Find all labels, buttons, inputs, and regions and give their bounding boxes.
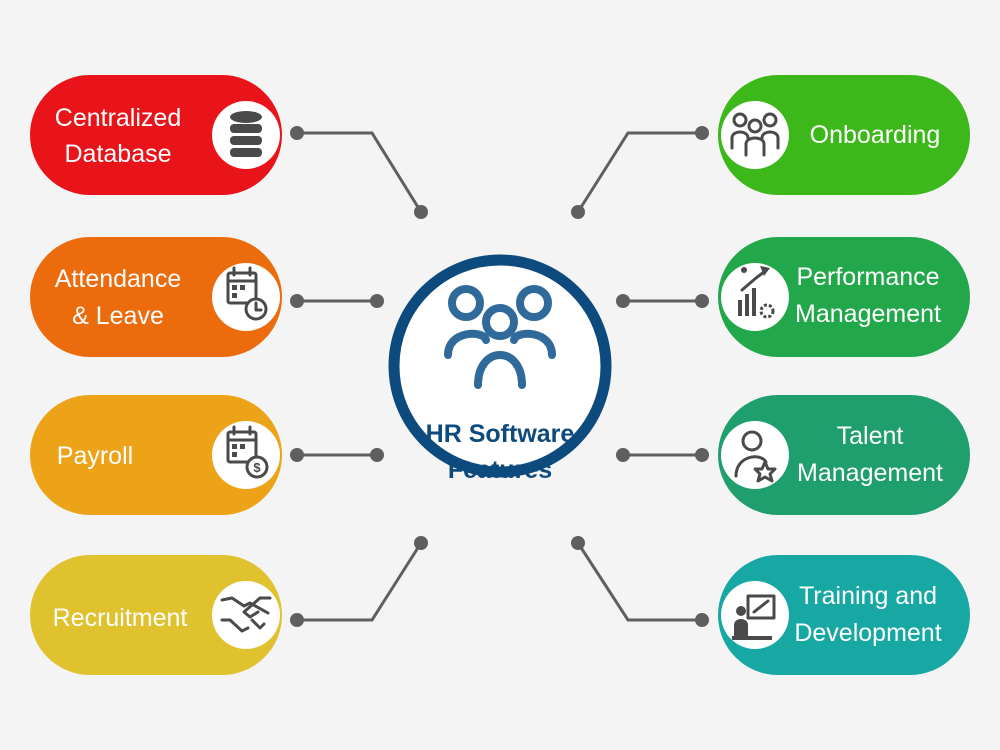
feature-recruitment: Recruitment <box>30 555 282 675</box>
feature-label-line2: Development <box>794 619 941 647</box>
feature-label-line1: Payroll <box>57 442 133 470</box>
feature-centralized-database: Centralized Database <box>30 75 282 195</box>
feature-label-line1: Onboarding <box>810 121 941 149</box>
center-hub: HR Software Features <box>388 254 612 484</box>
feature-label-line2: Management <box>797 459 943 487</box>
feature-label-line2: Management <box>795 300 941 328</box>
database-icon <box>230 111 262 157</box>
center-title-line1: HR Software <box>426 420 575 448</box>
connectors <box>290 126 709 627</box>
growth-chart-icon <box>738 266 775 319</box>
presentation-icon <box>732 594 776 640</box>
feature-label-line1: Centralized <box>55 104 181 132</box>
feature-talent-management: Talent Management <box>718 395 970 515</box>
feature-label-line1: Recruitment <box>53 604 188 632</box>
feature-payroll: $ Payroll <box>30 395 282 515</box>
feature-label-line1: Attendance <box>55 265 182 293</box>
feature-training-development: Training and Development <box>718 555 970 675</box>
feature-label-line1: Performance <box>796 263 939 291</box>
feature-label-line1: Talent <box>837 422 904 450</box>
handshake-icon <box>220 596 272 633</box>
feature-attendance-leave: Attendance & Leave <box>30 237 282 357</box>
feature-label-line2: & Leave <box>72 302 164 330</box>
calendar-dollar-icon: $ <box>226 425 269 479</box>
team-icon <box>730 112 780 157</box>
user-star-icon <box>734 430 777 483</box>
svg-text:$: $ <box>253 460 261 475</box>
feature-onboarding: Onboarding <box>718 75 970 195</box>
feature-label-line1: Training and <box>799 582 937 610</box>
feature-label-line2: Database <box>64 140 171 168</box>
feature-performance-management: Performance Management <box>718 237 970 357</box>
calendar-clock-icon <box>226 266 268 321</box>
people-group-icon <box>444 285 556 389</box>
center-title-line2: Features <box>448 456 552 484</box>
